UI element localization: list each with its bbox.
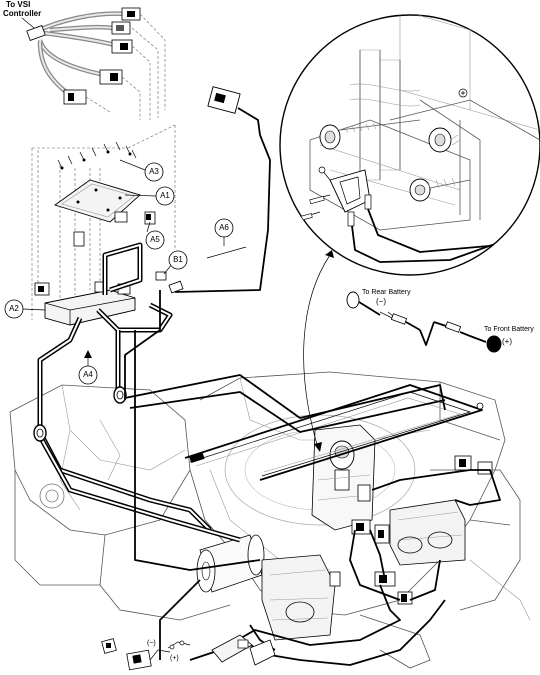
bottom-minus-label: (−): [147, 640, 156, 647]
callout-a3-label: A3: [149, 167, 159, 176]
base-unit: [44, 289, 136, 326]
rear-battery-label: To Rear Battery: [362, 289, 411, 296]
callout-a3: A3: [119, 159, 164, 182]
harness-cables: [33, 242, 241, 543]
callout-a4-label: A4: [83, 370, 93, 379]
callout-a1-label: A1: [160, 191, 170, 200]
vsi-harness: To VSI Controller: [3, 0, 166, 120]
wires: [124, 134, 501, 666]
relay-connector: [207, 86, 261, 136]
callout-b1: B1: [163, 250, 188, 275]
rear-battery-sign: (−): [376, 297, 386, 306]
vsi-label-line1: To VSI: [6, 0, 30, 9]
callout-a2-label: A2: [9, 304, 19, 313]
module-assembly: [31, 124, 184, 326]
callout-b1-label: B1: [173, 255, 183, 264]
rear-battery-terminal-icon: [346, 291, 360, 309]
battery-connectors: To Rear Battery (−) To Front Battery (+): [346, 289, 534, 353]
callout-a6-label: A6: [219, 223, 229, 232]
front-battery-terminal-icon: [486, 335, 502, 353]
callout-a5-label: A5: [150, 235, 160, 244]
callout-a6: A6: [206, 218, 247, 259]
vsi-label-line2: Controller: [3, 9, 41, 18]
callout-a2: A2: [4, 299, 46, 319]
bottom-plus-label: (+): [170, 655, 179, 662]
front-battery-sign: (+): [502, 337, 512, 346]
callout-a1: A1: [124, 186, 175, 206]
front-battery-label: To Front Battery: [484, 326, 534, 333]
detail-zoom-circle: [279, 14, 540, 452]
callout-a4: A4: [78, 350, 98, 385]
cover-plate: [53, 179, 141, 223]
callout-a5: A5: [145, 221, 165, 250]
motor-transaxle: [196, 499, 466, 641]
bottom-connectors: (−) (+): [101, 634, 276, 671]
screws: [57, 141, 137, 170]
connector-5-icon: [63, 89, 87, 105]
